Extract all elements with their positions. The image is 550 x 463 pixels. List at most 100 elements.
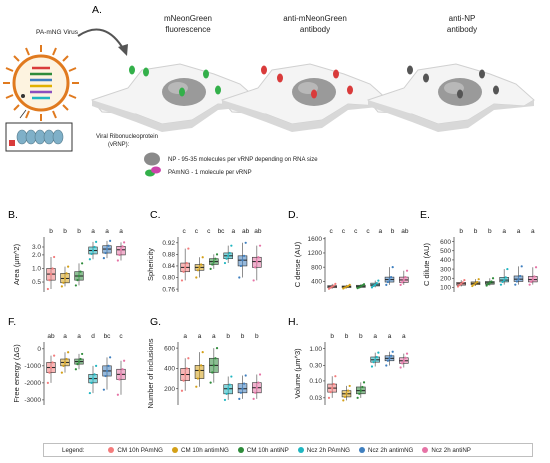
data-point [182,270,185,273]
significance-label: a [378,228,382,235]
legend-item: Ncz 2h PAmNG [297,447,350,454]
data-point [402,359,405,362]
data-point [359,389,362,392]
data-point [506,267,509,271]
data-point [472,283,476,286]
np-glyph [144,152,160,166]
data-point [399,283,402,287]
data-point [91,377,95,380]
data-point [88,258,91,261]
y-tick-label: 0.10 [309,378,322,385]
data-point [362,381,366,384]
data-point [214,357,217,360]
y-tick-label: -1000 [24,363,41,370]
data-point [95,240,98,243]
data-point [491,277,495,280]
pa-glyph-magenta [151,166,161,174]
vrnp-inset [5,122,73,152]
data-point [458,284,461,287]
y-tick-label: 0.30 [309,363,322,370]
data-point [332,382,335,386]
data-point [225,392,228,395]
data-point [211,371,214,374]
pa-note: PAmNG - 1 molecule per vRNP [168,170,252,176]
data-point [389,275,393,279]
data-point [331,386,334,390]
data-point [187,357,190,360]
cell-illustrations [91,63,535,132]
virion-illustration [3,45,79,121]
data-point [504,276,507,279]
data-point [195,276,198,279]
data-point [487,283,490,286]
significance-label: a [388,333,392,340]
inclusion [407,65,413,75]
data-point [67,351,70,354]
data-point [107,364,110,367]
data-point [109,356,112,359]
data-point [195,385,198,388]
legend-item: CM 10h antimNG [172,447,229,454]
data-point [230,375,233,378]
significance-label: c [366,228,370,235]
data-point [91,249,95,252]
title-1-line-1: mNeonGreen [164,14,212,23]
inclusion [215,85,221,95]
data-point [199,364,203,367]
y-tick-label: 100 [440,285,451,292]
data-point [105,247,109,251]
data-point [81,352,84,356]
significance-label: a [91,228,95,235]
significance-label: b [488,228,492,235]
title-2-line-1: anti-mNeonGreen [283,14,347,23]
inclusion [347,85,353,95]
data-point [187,247,190,250]
data-point [377,351,380,354]
y-tick-label: 400 [440,257,451,264]
data-point [327,396,331,399]
arrow-head [118,44,128,56]
data-point [485,284,488,287]
data-point [474,282,477,285]
data-point [225,257,228,260]
legend-swatch [237,447,244,453]
title-3-line-1: anti-NP [449,14,476,23]
inclusion [203,69,209,79]
data-point [345,392,348,395]
data-point [121,245,124,248]
y-axis-label: C dense (AU) [293,241,302,287]
data-point [63,361,67,364]
data-point [215,253,219,256]
data-point [405,269,409,272]
y-tick-label: 0.03 [309,395,322,402]
significance-label: a [373,333,377,340]
data-point [196,377,200,380]
data-point [388,278,391,281]
np-note: NP - 95-35 molecules per vRNP depending … [168,157,318,163]
data-point [361,284,364,287]
y-tick-label: 400 [164,366,175,373]
data-point [79,357,82,361]
data-point [81,262,84,265]
data-point [65,272,68,275]
data-point [372,361,375,364]
y-tick-label: -3000 [24,397,41,404]
title-1-line-2: fluorescence [165,25,211,34]
legend-title: Legend: [62,446,85,454]
data-point [48,279,51,282]
significance-label: b [345,333,349,340]
y-tick-label: 0.5 [32,279,41,286]
data-point [530,280,533,284]
data-point [46,287,49,291]
data-point [334,282,337,285]
data-point [211,263,214,266]
data-point [67,265,70,268]
data-point [182,379,185,382]
inclusion [261,65,267,75]
data-point [242,382,246,385]
data-point [329,391,332,394]
data-point [51,267,54,270]
